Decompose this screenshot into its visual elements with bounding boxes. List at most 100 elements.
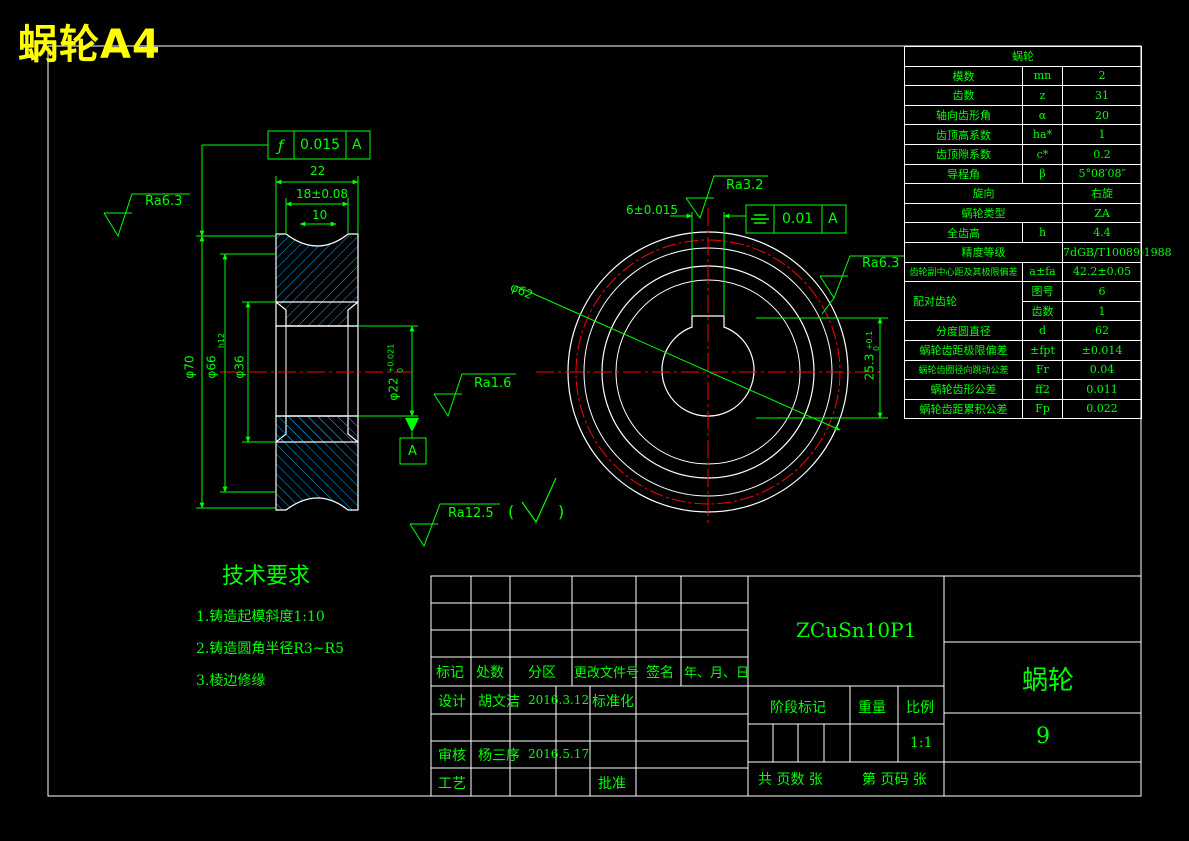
designer: 胡文洁 xyxy=(478,694,520,710)
param-symbol: z xyxy=(1022,85,1063,106)
ra-6-3-left: Ra6.3 xyxy=(145,194,183,209)
title-block-grid xyxy=(430,575,1142,797)
param-name: 齿数 xyxy=(904,85,1023,106)
dim-keyway: 6±0.015 xyxy=(626,203,679,217)
param-name: 蜗轮齿形公差 xyxy=(904,379,1023,400)
flatness-icon: ƒ xyxy=(278,137,284,155)
param-sub: 齿数 xyxy=(1022,300,1063,322)
param-name: 模数 xyxy=(904,65,1023,87)
dim-18: 18±0.08 xyxy=(296,187,349,201)
param-value: 31 xyxy=(1061,85,1143,106)
param-symbol: c* xyxy=(1022,143,1063,165)
dim-phi66-tol: h12 xyxy=(217,332,227,349)
material: ZCuSn10P1 xyxy=(796,618,917,642)
dim-key-depth: 25.3 xyxy=(862,353,877,381)
dim-bore-tol: +0.021 xyxy=(386,343,396,374)
bore-outline xyxy=(275,325,359,417)
param-name: 精度等级 xyxy=(904,241,1063,263)
param-name: 蜗轮齿圈径向跳动公差 xyxy=(904,359,1023,381)
tb-label: 年、月、日 xyxy=(684,666,750,681)
param-name: 配对齿轮 xyxy=(904,281,1023,322)
tech-item: 2.铸造圆角半径R3~R5 xyxy=(196,641,344,657)
param-sub: 图号 xyxy=(1022,281,1063,302)
dim-bore: φ22 xyxy=(386,377,401,401)
dim-phi36: φ36 xyxy=(232,355,247,379)
param-value: 0.011 xyxy=(1061,379,1143,400)
approve-label: 批准 xyxy=(598,776,626,792)
review-label: 审核 xyxy=(438,748,466,764)
param-symbol: β xyxy=(1022,163,1063,185)
technical-requirements: 技术要求 1.铸造起模斜度1:10 2.铸造圆角半径R3~R5 3.棱边修缘 xyxy=(196,558,344,702)
dim-10: 10 xyxy=(312,208,328,222)
param-symbol: d xyxy=(1022,320,1063,341)
tech-item: 3.棱边修缘 xyxy=(196,673,266,689)
param-symbol: Fp xyxy=(1022,398,1063,420)
tb-label: 处数 xyxy=(476,665,504,681)
param-symbol: α xyxy=(1022,104,1063,126)
dim-key-depth-tol2: 0 xyxy=(872,345,882,352)
flatness-datum: A xyxy=(352,137,362,153)
stage-label: 阶段标记 xyxy=(770,700,826,716)
dim-22: 22 xyxy=(310,164,326,178)
param-value: 5°08′08″ xyxy=(1061,163,1143,185)
param-name: 旋向 xyxy=(904,183,1063,204)
param-name: 蜗轮齿距累积公差 xyxy=(904,398,1023,420)
tb-label: 标记 xyxy=(436,665,464,681)
param-value: 62 xyxy=(1061,320,1143,341)
symmetry-value: 0.01 xyxy=(782,211,814,227)
dim-phi70: φ70 xyxy=(182,355,197,379)
param-value: 0.04 xyxy=(1061,359,1143,381)
ra-1-6: Ra1.6 xyxy=(474,376,512,391)
param-value: 0.022 xyxy=(1061,398,1143,420)
param-name: 齿顶隙系数 xyxy=(904,143,1023,165)
param-value: 4.4 xyxy=(1061,222,1143,243)
symmetry-datum: A xyxy=(828,211,838,227)
review-date: 2016.5.17 xyxy=(528,747,590,761)
reviewer: 杨三序 xyxy=(478,748,520,764)
param-value: 1 xyxy=(1061,300,1143,322)
param-value: 1 xyxy=(1061,124,1143,145)
param-value: 20 xyxy=(1061,104,1143,126)
ra-6-3-right: Ra6.3 xyxy=(862,256,900,271)
weight-label: 重量 xyxy=(858,700,886,716)
total-sheets: 共 页数 张 xyxy=(758,772,823,788)
tb-label: 分区 xyxy=(528,665,556,681)
front-view xyxy=(515,175,904,524)
param-value: ZA xyxy=(1061,202,1143,224)
param-symbol: ha* xyxy=(1022,124,1063,145)
scale-label: 比例 xyxy=(906,700,934,716)
param-row: 旋向右旋 xyxy=(904,183,1143,204)
param-name: 轴向齿形角 xyxy=(904,104,1023,126)
scale-value: 1:1 xyxy=(910,735,933,751)
param-name: 全齿高 xyxy=(904,222,1023,243)
design-label: 设计 xyxy=(438,694,466,710)
tech-title: 技术要求 xyxy=(222,564,311,589)
param-value: 2 xyxy=(1061,65,1143,87)
dim-bore-tol2: 0 xyxy=(396,367,406,374)
section-view xyxy=(103,130,516,511)
drawing-number: 9 xyxy=(1036,724,1050,749)
hub-lower xyxy=(275,415,359,443)
part-name: 蜗轮 xyxy=(1022,666,1075,696)
dim-phi66: φ66 xyxy=(204,355,219,379)
sheet-title: 蜗轮A4 xyxy=(18,22,161,68)
general-roughness-value: Ra12.5 xyxy=(448,506,494,521)
param-symbol: a±fa xyxy=(1022,261,1063,283)
process-label: 工艺 xyxy=(438,776,466,792)
datum-a-box: A xyxy=(408,444,417,459)
param-name: 蜗轮齿距极限偏差 xyxy=(904,339,1023,361)
